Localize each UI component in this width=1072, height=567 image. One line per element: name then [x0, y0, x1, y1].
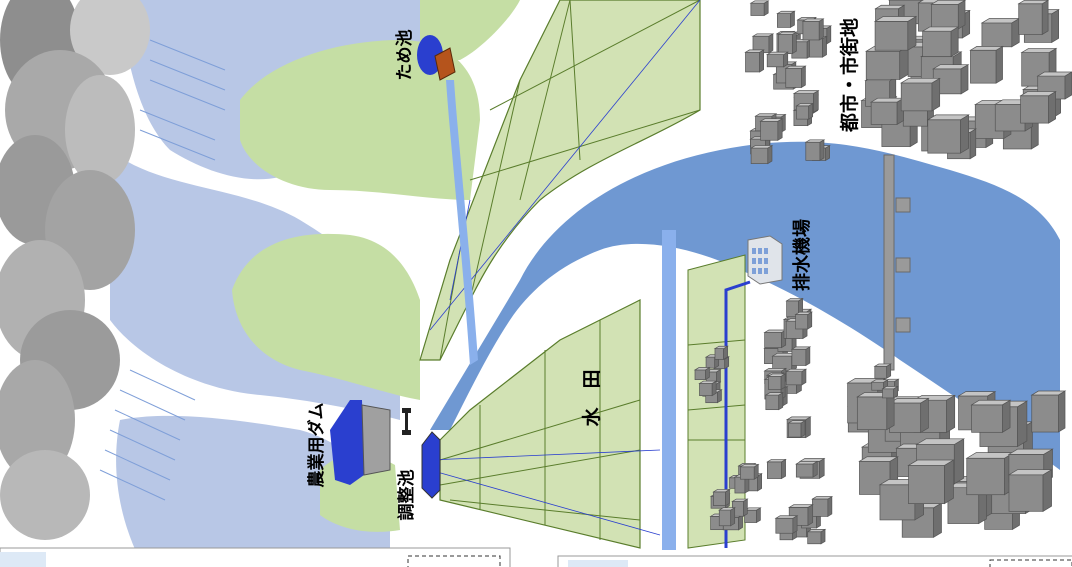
building-block	[743, 507, 762, 524]
building-block	[776, 10, 796, 29]
building-block	[869, 97, 905, 126]
building-block	[1030, 390, 1067, 433]
label-agricultural-dam: 農業用ダム	[306, 403, 327, 488]
building-block	[795, 102, 814, 120]
building-block	[1019, 90, 1057, 124]
building-block	[749, 144, 774, 165]
building-block	[744, 49, 765, 73]
building-block	[739, 463, 760, 480]
building-block	[784, 65, 807, 89]
building-block	[712, 488, 731, 507]
building-block	[784, 368, 808, 386]
building-block	[873, 363, 892, 379]
river	[430, 141, 1060, 470]
bridge	[883, 154, 911, 371]
building-block	[873, 15, 918, 51]
building-block	[767, 373, 787, 391]
regulating-pond	[421, 431, 441, 499]
building-block	[698, 380, 718, 397]
building-block	[969, 45, 1004, 84]
building-block	[794, 311, 814, 330]
building-block	[763, 329, 787, 349]
agricultural-dam	[330, 400, 411, 485]
rain-clouds	[0, 0, 150, 540]
building-block	[751, 33, 775, 54]
building-block	[930, 0, 967, 30]
building-block	[881, 385, 899, 399]
building-block	[749, 0, 770, 17]
building-block	[713, 345, 729, 360]
building-block	[899, 77, 941, 112]
building-block	[759, 118, 784, 141]
building-block	[804, 139, 826, 161]
building-block	[693, 366, 711, 381]
building-block	[731, 498, 749, 517]
bottom-panels	[0, 547, 1072, 567]
building-block	[795, 460, 819, 478]
building-block	[717, 507, 736, 527]
building-block	[980, 17, 1021, 48]
building-block	[771, 352, 798, 372]
building-block	[765, 51, 789, 68]
building-block	[811, 496, 834, 518]
label-regulating-pond: 調整池	[396, 470, 417, 521]
building-block	[926, 114, 970, 154]
building-block	[1007, 469, 1053, 512]
building-block	[774, 515, 799, 534]
building-block	[777, 31, 798, 55]
building-block	[864, 45, 910, 81]
canals	[446, 80, 676, 550]
building-block	[801, 18, 825, 41]
building-block	[965, 451, 1016, 496]
label-drainage-pump-station: 排水機場	[791, 219, 813, 291]
paddy-upper	[419, 0, 701, 361]
building-block	[790, 346, 812, 367]
building-block	[764, 392, 784, 411]
label-paddy-field: 水 田	[581, 369, 603, 426]
building-block	[921, 26, 960, 58]
label-city: 都市・市街地	[838, 18, 861, 133]
building-block	[888, 397, 930, 434]
drainage-channel	[724, 280, 751, 548]
building-block	[787, 503, 814, 527]
rain	[99, 39, 226, 501]
building-block	[787, 419, 807, 438]
building-block	[766, 458, 787, 480]
reservoir-pond	[417, 35, 456, 81]
city-buildings	[693, 0, 1072, 545]
building-block	[806, 528, 827, 545]
building-block	[970, 399, 1012, 433]
label-reservoir-pond: ため池	[394, 30, 415, 81]
green-hills	[232, 0, 520, 532]
building-block	[1017, 0, 1050, 36]
building-block	[907, 459, 955, 505]
pump-station-building	[747, 235, 783, 285]
paddy-lower	[429, 299, 661, 549]
